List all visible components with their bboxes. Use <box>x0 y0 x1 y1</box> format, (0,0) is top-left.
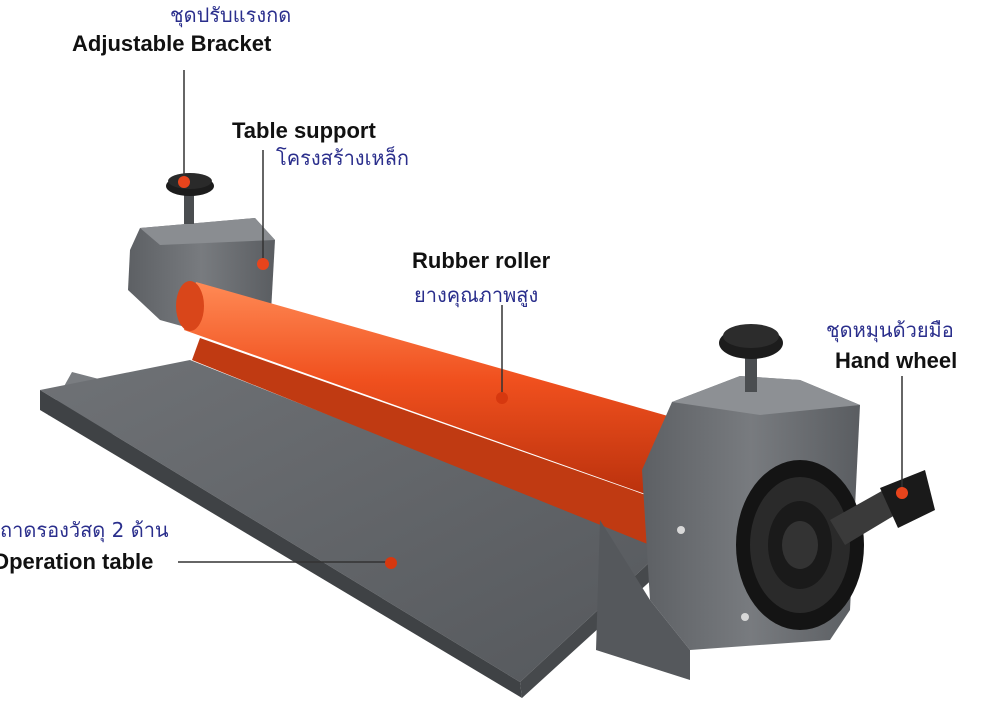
operation-table-label: Operation table <box>0 549 154 574</box>
adjustable-bracket-thai-label: ชุดปรับแรงกด <box>170 3 292 27</box>
marker-dots <box>178 176 908 569</box>
support-marker-dot <box>257 258 269 270</box>
hand-wheel-thai-label: ชุดหมุนด้วยมือ <box>826 318 954 342</box>
rubber-roller <box>176 281 675 500</box>
table-support-thai-label: โครงสร้างเหล็ก <box>276 146 409 170</box>
operation-table-thai-label: ถาดรองวัสดุ 2 ด้าน <box>0 518 169 542</box>
rubber-roller-thai-label: ยางคุณภาพสูง <box>414 283 539 307</box>
leader-lines <box>178 70 903 563</box>
bracket-marker-dot <box>178 176 190 188</box>
operation-table <box>40 360 668 698</box>
hand-knob <box>719 324 783 392</box>
adjustable-bracket-label: Adjustable Bracket <box>72 31 272 56</box>
table-support-label: Table support <box>232 118 376 143</box>
roller-marker-dot <box>496 392 508 404</box>
lower-roller <box>192 338 660 545</box>
rubber-roller-label: Rubber roller <box>412 248 551 273</box>
adjustable-bracket-knob <box>166 173 214 224</box>
wheel-marker-dot <box>896 487 908 499</box>
hand-wheel-label: Hand wheel <box>835 348 958 373</box>
table-marker-dot <box>385 557 397 569</box>
hand-wheel <box>736 460 864 630</box>
